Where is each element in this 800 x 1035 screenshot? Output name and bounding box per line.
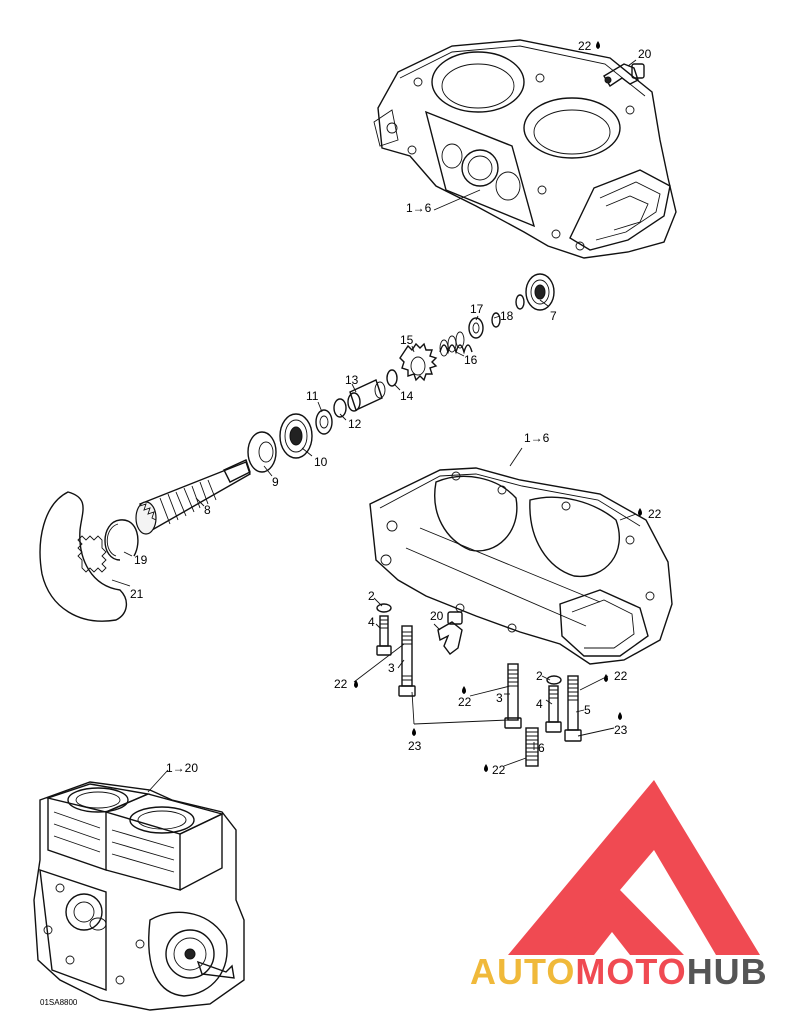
watermark-word-moto: MOTO [575, 951, 686, 992]
oil-drop-icon [596, 41, 600, 49]
watermark-logo-triangle [508, 780, 760, 955]
lower-crankcase-half [369, 467, 673, 665]
callout-1-20-engine: 1→20 [166, 761, 198, 775]
lubrication-symbols [354, 41, 642, 772]
oil-drop-icon [638, 508, 642, 516]
callout-5: 5 [584, 703, 591, 717]
bolt-long [564, 675, 582, 742]
leader-lines [111, 59, 637, 793]
callout-15: 15 [400, 333, 414, 347]
callout-4-right: 4 [536, 697, 543, 711]
oil-drop-icon [462, 686, 466, 694]
end-bearing [525, 273, 555, 311]
callout-18: 18 [500, 309, 514, 323]
stud-left [398, 625, 416, 697]
oil-drop-icon [354, 680, 358, 688]
automotohub-watermark: AUTOMOTOHUB [470, 780, 768, 992]
callout-22-right: 22 [614, 669, 628, 683]
watermark-word-hub: HUB [687, 951, 768, 992]
callout-20-top: 20 [638, 47, 652, 61]
callout-2-right: 2 [536, 669, 543, 683]
callout-13: 13 [345, 373, 359, 387]
reference-code: 01SA8800 [40, 998, 78, 1007]
callout-12: 12 [348, 417, 362, 431]
watermark-word-auto: AUTO [470, 951, 575, 992]
bolt-left [376, 615, 392, 656]
callout-4-left: 4 [368, 615, 375, 629]
callout-19: 19 [134, 553, 148, 567]
oil-fitting-top [603, 63, 645, 87]
shaft-seal [247, 431, 277, 473]
callout-10: 10 [314, 455, 328, 469]
callout-20-lower: 20 [430, 609, 444, 623]
callout-23-right: 23 [614, 723, 628, 737]
oil-fitting-lower [437, 611, 463, 655]
loctite-drop-icon [618, 712, 622, 720]
callout-22-mid: 22 [458, 695, 472, 709]
callout-21: 21 [130, 587, 144, 601]
bolt-right [545, 685, 562, 733]
callout-labels: 22 20 1→6 7 18 17 16 15 14 13 12 11 10 9… [40, 39, 662, 1007]
engine-assembly [33, 781, 245, 1011]
loctite-drop-icon [412, 728, 416, 736]
stud-mid [504, 663, 522, 729]
spring-washer [468, 317, 484, 339]
callout-22-left: 22 [334, 677, 348, 691]
callout-22-case: 22 [648, 507, 662, 521]
callout-11: 11 [306, 389, 319, 403]
snap-ring [333, 398, 347, 418]
pump-gear [399, 342, 438, 382]
drive-shaft [135, 459, 251, 535]
callout-1-6-lower: 1→6 [524, 431, 550, 445]
callout-9: 9 [272, 475, 279, 489]
retaining-clip [386, 369, 398, 387]
callout-17: 17 [470, 302, 484, 316]
bushing [347, 379, 386, 412]
circlip [104, 519, 139, 561]
ball-bearing [279, 413, 313, 459]
callout-6: 6 [538, 741, 545, 755]
callout-22-bottom: 22 [492, 763, 506, 777]
callout-2-left: 2 [368, 589, 375, 603]
stud-short [525, 727, 539, 767]
callout-16: 16 [464, 353, 478, 367]
upper-crankcase-half [373, 39, 677, 259]
callout-23-left: 23 [408, 739, 422, 753]
callout-7: 7 [550, 309, 557, 323]
callout-3-left: 3 [388, 661, 395, 675]
washer-right [546, 675, 562, 685]
callout-3-mid: 3 [496, 691, 503, 705]
small-ring-near-7 [515, 294, 525, 310]
callout-8: 8 [204, 503, 211, 517]
oil-drop-icon [484, 764, 488, 772]
callout-14: 14 [400, 389, 414, 403]
circlip-small [491, 312, 501, 328]
callout-22-top: 22 [578, 39, 592, 53]
callout-1-6-top: 1→6 [406, 201, 432, 215]
oil-drop-icon [604, 674, 608, 682]
watermark-text: AUTOMOTOHUB [470, 951, 768, 992]
thrust-washer [315, 409, 333, 435]
washer-left [376, 603, 392, 613]
gasket [39, 491, 127, 622]
